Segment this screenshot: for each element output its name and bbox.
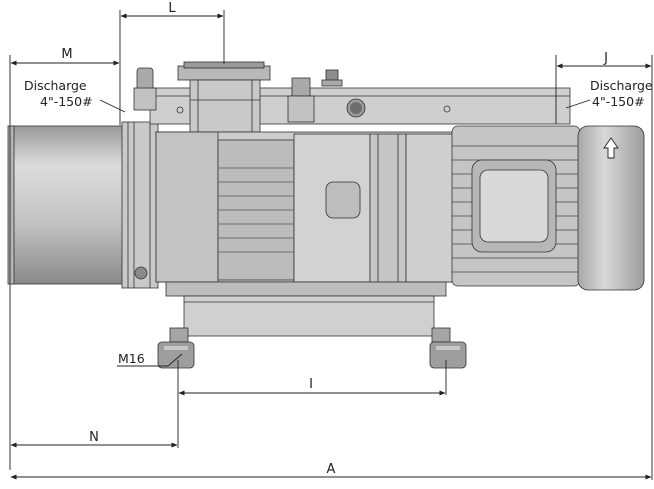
- discharge-right-line1: Discharge: [590, 78, 653, 93]
- discharge-left-line1: Discharge: [24, 78, 87, 93]
- dimension-lines: [9, 10, 653, 480]
- dim-label-n: N: [89, 430, 99, 445]
- left-cylinder: [7, 121, 159, 289]
- top-valves: [133, 67, 343, 123]
- leader-lines: [99, 99, 591, 367]
- inlet-flange: [177, 61, 271, 133]
- dim-label-j: J: [603, 51, 608, 66]
- base-frame: [157, 281, 467, 369]
- pump-block: [134, 131, 457, 283]
- right-foot: [429, 341, 467, 369]
- callouts: Discharge 4"-150# Discharge 4"-150# M16: [24, 78, 653, 366]
- dim-label-i: I: [309, 377, 313, 392]
- discharge-right-line2: 4"-150#: [592, 94, 645, 109]
- foot-thread-label: M16: [118, 351, 145, 366]
- dim-label-l: L: [168, 1, 176, 16]
- dimension-labels: L M J I N A: [61, 1, 608, 477]
- left-foot: [157, 341, 195, 369]
- discharge-left-line2: 4"-150#: [40, 94, 93, 109]
- dim-label-a: A: [327, 462, 336, 477]
- dim-label-m: M: [61, 47, 72, 62]
- motor: [451, 125, 645, 291]
- pump-assembly: [7, 61, 645, 369]
